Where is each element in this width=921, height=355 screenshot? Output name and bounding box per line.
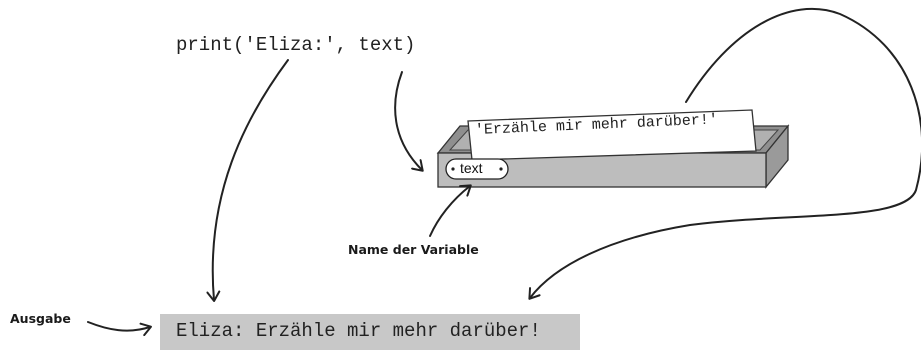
arrow-ausgabe-to-output	[87, 321, 152, 337]
variable-name-caption: Name der Variable	[348, 242, 479, 257]
arrow-value-to-output	[528, 7, 921, 300]
variable-name-pill	[445, 158, 509, 180]
output-box	[160, 314, 580, 350]
value-slip	[467, 109, 757, 161]
output-text: Eliza: Erzähle mir mehr darüber!	[176, 320, 541, 342]
arrow-text-to-box	[394, 71, 424, 172]
arrow-print-to-output	[206, 59, 289, 302]
code-line: print('Eliza:', text)	[176, 34, 416, 56]
variable-name-label: text	[460, 160, 483, 176]
arrow-caption-to-name	[429, 184, 472, 237]
output-caption: Ausgabe	[10, 311, 71, 326]
